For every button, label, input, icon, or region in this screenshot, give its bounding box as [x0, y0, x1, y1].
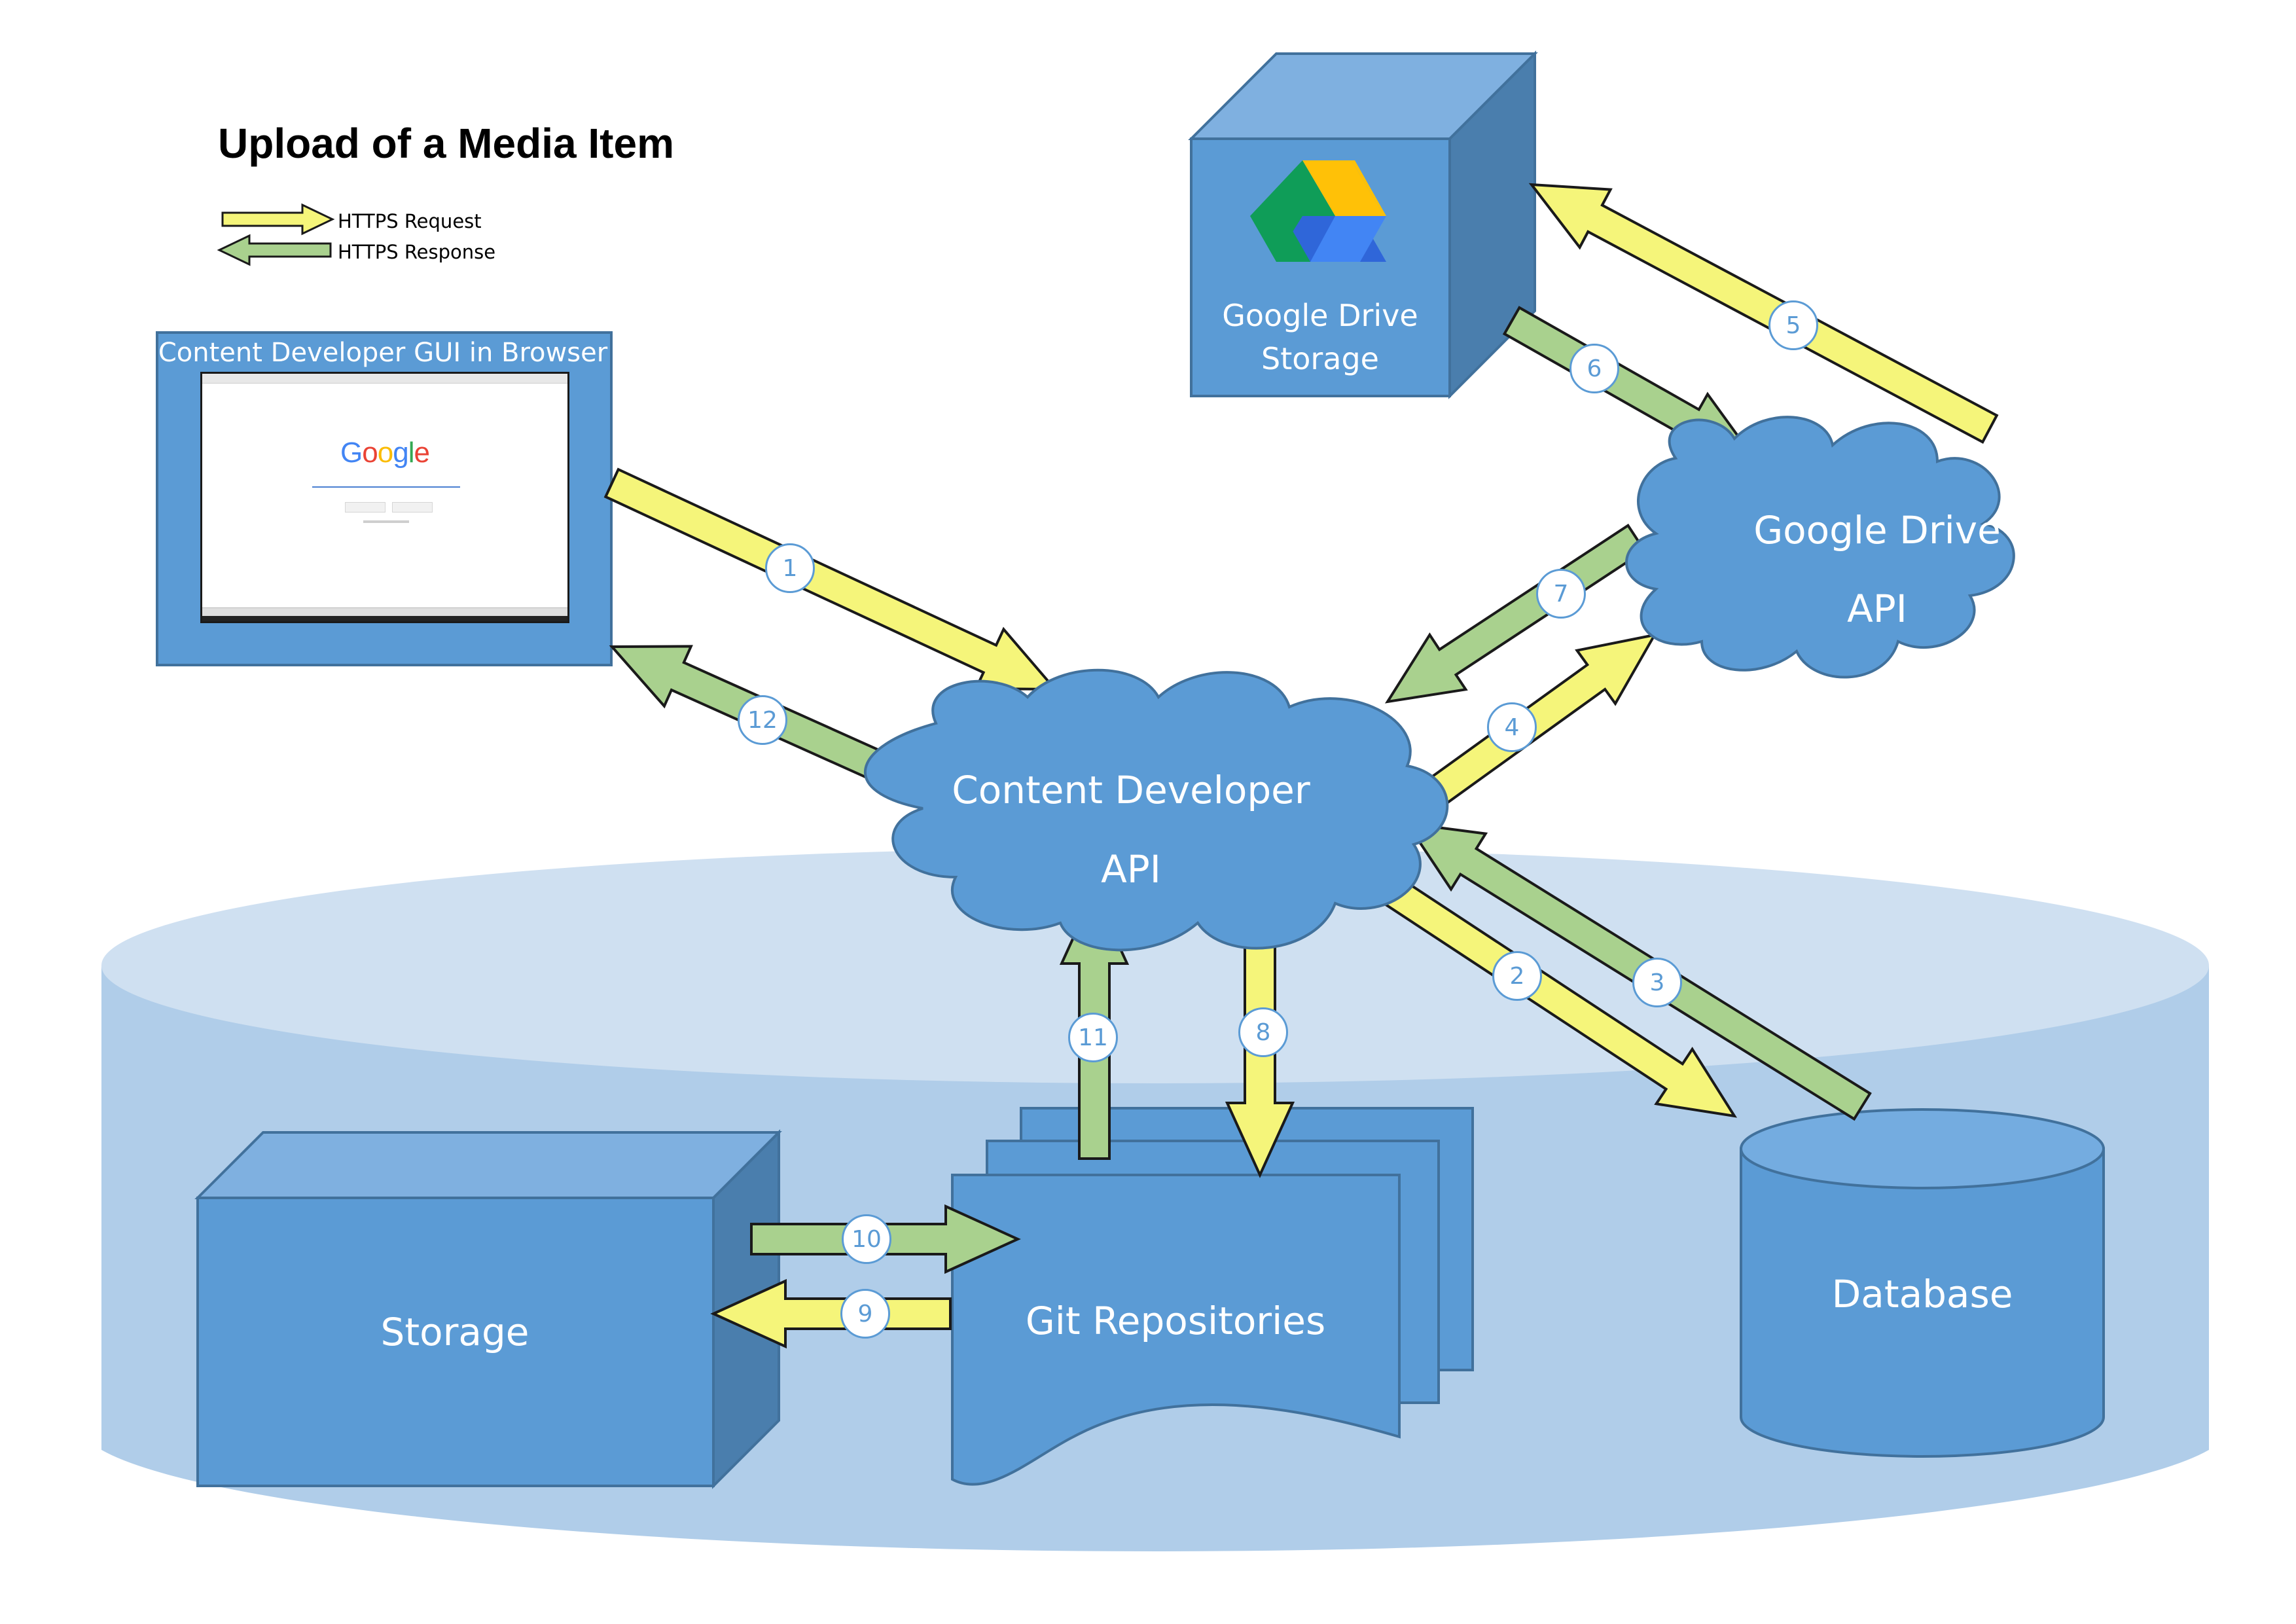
- arrow-group: [603, 183, 1999, 1349]
- google-drive-api-label-line1: Google Drive: [1753, 508, 2001, 552]
- step-badge-10: 10: [842, 1214, 891, 1264]
- google-logo: Google: [202, 437, 567, 469]
- mini-search-button: [345, 502, 386, 513]
- arrow-step-5: [1528, 183, 1999, 444]
- google-logo-letter: o: [362, 437, 378, 469]
- step-badge-3: 3: [1632, 958, 1682, 1007]
- legend-request-arrow: [221, 203, 335, 236]
- storage-cube: [194, 1129, 782, 1489]
- database-cylinder: [1740, 1108, 2105, 1458]
- google-drive-api-cloud: [1625, 416, 2015, 679]
- diagram-title: Upload of a Media Item: [218, 120, 674, 167]
- google-logo-letter: o: [377, 437, 394, 469]
- mini-taskbar-strip: [202, 616, 567, 621]
- arrow-step-7: [1384, 524, 1647, 704]
- step-badge-4: 4: [1487, 702, 1537, 752]
- content-developer-api-cloud: [863, 668, 1449, 952]
- storage-label: Storage: [380, 1310, 529, 1354]
- mini-lucky-button: [392, 502, 433, 513]
- content-developer-api-label-line2: API: [1101, 847, 1161, 892]
- mini-search-box: [312, 480, 460, 488]
- google-drive-logo-icon: [1250, 160, 1386, 262]
- browser-window-title: Content Developer GUI in Browser: [158, 338, 608, 368]
- google-logo-letter: e: [414, 437, 430, 469]
- arrow-step-9: [710, 1278, 952, 1349]
- step-badge-9: 9: [840, 1289, 890, 1339]
- legend-response-arrow: [217, 234, 332, 266]
- database-label: Database: [1831, 1272, 2013, 1316]
- git-repositories-label: Git Repositories: [1025, 1299, 1326, 1343]
- arrow-step-2: [1351, 856, 1738, 1118]
- step-badge-2: 2: [1492, 951, 1542, 1001]
- mini-language-link: [363, 520, 409, 523]
- step-badge-7: 7: [1536, 569, 1586, 619]
- step-badge-11: 11: [1068, 1013, 1118, 1062]
- step-badge-12: 12: [738, 695, 787, 745]
- git-repositories-stack: [951, 1107, 1474, 1486]
- google-logo-letter: G: [340, 437, 363, 469]
- step-badge-6: 6: [1570, 344, 1619, 393]
- step-badge-8: 8: [1238, 1007, 1288, 1057]
- google-logo-letter: l: [408, 437, 415, 469]
- arrow-step-1: [603, 467, 1058, 691]
- google-drive-storage-label-line1: Google Drive: [1222, 298, 1418, 333]
- legend-request-label: HTTPS Request: [338, 210, 482, 232]
- content-developer-api-label-line1: Content Developer: [952, 768, 1310, 812]
- legend-arrow-group: [217, 203, 335, 266]
- legend-response-label: HTTPS Response: [338, 241, 496, 263]
- browser-screenshot: Google: [200, 372, 569, 623]
- google-drive-storage-label-line2: Storage: [1261, 341, 1379, 376]
- step-badge-1: 1: [765, 543, 815, 593]
- google-drive-api-label-line2: API: [1847, 586, 1907, 631]
- browser-tab-bar: [202, 374, 567, 384]
- step-badge-5: 5: [1768, 300, 1818, 350]
- arrow-step-4: [1424, 633, 1657, 808]
- google-logo-letter: g: [393, 437, 409, 469]
